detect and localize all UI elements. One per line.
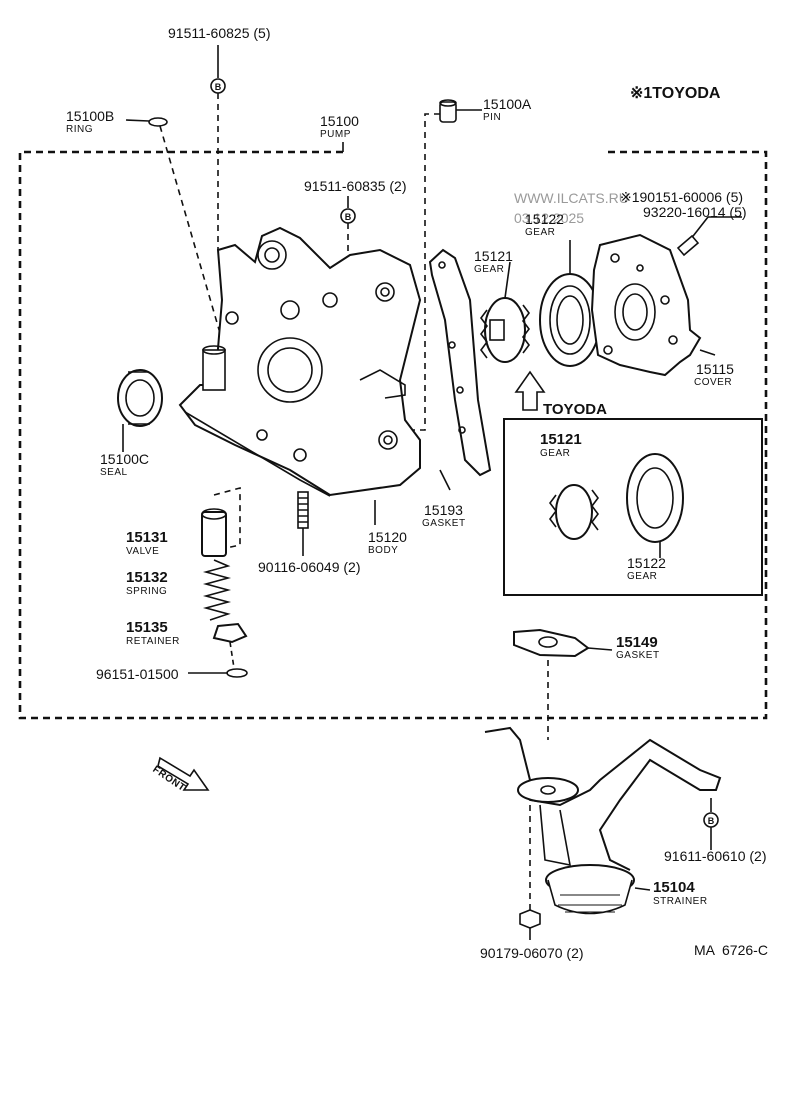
- inset-title: TOYODA: [543, 401, 607, 418]
- part-name-strainer: STRAINER: [653, 896, 708, 907]
- part-number-15149: 15149: [616, 634, 658, 651]
- bolt-marker-b: B: [345, 212, 352, 222]
- gasket-15193-part: [428, 248, 492, 477]
- part-number-15100a: 15100A: [483, 96, 532, 112]
- part-name-retainer: RETAINER: [126, 636, 180, 647]
- part-name-pin: PIN: [483, 112, 502, 123]
- part-number-190151-60006: ※190151-60006 (5): [620, 189, 744, 205]
- part-name-gasket-15193: GASKET: [422, 518, 466, 529]
- inset-part-number-15122: 15122: [627, 555, 666, 571]
- part-number-15135: 15135: [126, 619, 168, 636]
- toyoda-arrow: [514, 370, 546, 411]
- part-number-90116-06049: 90116-06049 (2): [258, 559, 361, 575]
- part-number-15193: 15193: [424, 502, 463, 518]
- part-number-91511-60835: 91511-60835 (2): [304, 178, 407, 194]
- gasket-15149-part: [513, 628, 613, 740]
- part-number-96151-01500: 96151-01500: [96, 666, 179, 682]
- part-number-91511-60825: 91511-60825 (5): [168, 25, 271, 41]
- part-name-ring: RING: [66, 124, 93, 135]
- part-name-body: BODY: [368, 545, 399, 556]
- part-number-90179-06070: 90179-06070 (2): [480, 945, 584, 961]
- part-number-15121: 15121: [474, 248, 513, 264]
- gear-15122-part: [539, 273, 601, 367]
- inset-gear-15121-part: [549, 484, 599, 540]
- part-name-gasket-15149: GASKET: [616, 650, 660, 661]
- pump-assembly-boundary: [18, 150, 768, 720]
- drawing-code: MA 6726-C: [694, 942, 768, 958]
- ring-part: [148, 117, 168, 127]
- part-number-15131: 15131: [126, 529, 168, 546]
- valve-part: [201, 486, 241, 557]
- screw-part: [676, 216, 742, 257]
- part-number-15100c: 15100C: [100, 451, 150, 467]
- watermark-site: WWW.ILCATS.RU: [514, 190, 629, 206]
- retainer-part: [212, 622, 248, 669]
- part-name-valve: VALVE: [126, 546, 160, 557]
- bolt-marker-strainer: B: [703, 798, 719, 850]
- bolt-marker-b: B: [215, 82, 222, 92]
- part-name-spring: SPRING: [126, 586, 168, 597]
- part-name-pump: PUMP: [320, 129, 351, 140]
- part-number-15115: 15115: [696, 361, 734, 377]
- part-number-15122: 15122: [525, 211, 564, 227]
- inset-part-name-gear-15122: GEAR: [627, 571, 658, 582]
- stud-part: [297, 491, 309, 556]
- front-arrow: [157, 756, 210, 791]
- part-number-15120: 15120: [368, 529, 407, 545]
- part-number-15132: 15132: [126, 569, 168, 586]
- part-name-cover: COVER: [694, 377, 733, 388]
- pump-body: [178, 226, 422, 497]
- part-number-15104: 15104: [653, 879, 695, 896]
- inset-part-number-15121: 15121: [540, 431, 582, 448]
- bolt-marker-top: B: [210, 45, 226, 250]
- toyoda-inset-box: [503, 418, 763, 596]
- seal-part: [117, 369, 163, 452]
- part-number-15100: 15100: [320, 113, 359, 129]
- part-name-gear-15121: GEAR: [474, 264, 505, 275]
- header-mark: ※1TOYODA: [630, 85, 721, 102]
- part-name-gear-15122: GEAR: [525, 227, 556, 238]
- part-name-seal: SEAL: [100, 467, 128, 478]
- part-number-93220-16014: 93220-16014 (5): [643, 204, 747, 220]
- part-number-91611-60610: 91611-60610 (2): [664, 848, 767, 864]
- spring-part: [202, 559, 232, 621]
- gear-15121-part: [480, 297, 530, 363]
- pin-part: [408, 99, 482, 431]
- watermark-date: 03.12.2025: [514, 210, 585, 226]
- clip-part: [188, 668, 248, 678]
- strainer-part: [484, 726, 722, 915]
- bolt-marker-b: B: [708, 816, 715, 826]
- part-number-15100b: 15100B: [66, 108, 115, 124]
- inset-gear-15122-part: [626, 453, 684, 558]
- cover-part: [590, 233, 702, 377]
- inset-part-name-gear-15121: GEAR: [540, 448, 571, 459]
- nut-part: [519, 909, 541, 940]
